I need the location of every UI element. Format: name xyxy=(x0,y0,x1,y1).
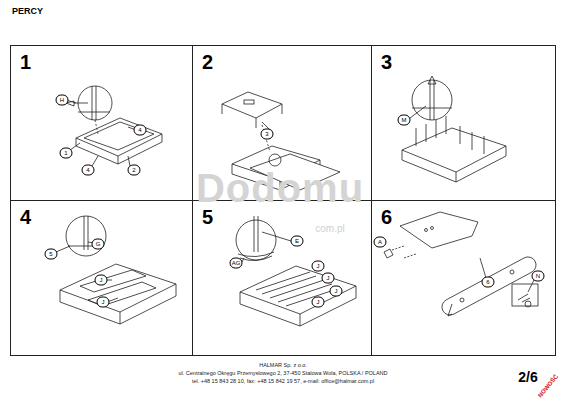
step-panel: 5 xyxy=(192,200,372,356)
callout-letter: J xyxy=(322,273,335,284)
product-title: PERCY xyxy=(12,6,43,16)
callout-letter: J xyxy=(97,297,110,308)
page-number: 2/6 xyxy=(518,369,537,385)
step-3-drawing xyxy=(402,76,506,182)
step-number: 4 xyxy=(20,206,31,229)
callout-letter: J xyxy=(312,261,325,272)
footer-text: tel. +48 15 843 28 10, fax: +48 15 842 1… xyxy=(192,378,374,384)
callout-letter: 2 xyxy=(128,165,141,176)
step-panel: 6 xyxy=(371,200,556,356)
footer-text: HALMAR Sp. z o.o. xyxy=(259,362,307,368)
callout-letter: J xyxy=(95,275,108,286)
step-number: 6 xyxy=(381,206,392,229)
callout-letter: N xyxy=(532,271,545,282)
callout-letter: M xyxy=(398,115,411,126)
callout-letter: E xyxy=(291,236,304,247)
callout-letter: H xyxy=(56,95,69,106)
step-6-drawing xyxy=(384,212,538,316)
callout-letter: J xyxy=(312,297,325,308)
callout-letter: AG xyxy=(230,258,243,269)
callout-letter: 4 xyxy=(82,165,95,176)
new-badge: NOWOŚĆ xyxy=(537,373,559,398)
step-number: 2 xyxy=(202,51,213,74)
callout-letter: J xyxy=(330,286,343,297)
step-5-drawing xyxy=(236,216,356,326)
step-number: 3 xyxy=(381,51,392,74)
step-panel: 1 xyxy=(10,45,193,201)
callout-letter: 1 xyxy=(60,148,73,159)
callout-letter: 6 xyxy=(482,277,495,288)
watermark: Dodomu xyxy=(196,166,364,211)
step-1-drawing xyxy=(66,86,162,166)
callout-letter: G xyxy=(92,239,105,250)
callout-letter: 5 xyxy=(45,249,58,260)
callout-letter: A xyxy=(374,237,387,248)
step-number: 1 xyxy=(20,51,31,74)
footer-text: ul. Centralnego Okręgu Przemysłowego 2, … xyxy=(178,370,387,376)
step-4-drawing xyxy=(56,216,176,324)
callout-letter: 3 xyxy=(261,129,274,140)
watermark: com.pl xyxy=(315,223,344,234)
callout-letter: 4 xyxy=(134,125,147,136)
